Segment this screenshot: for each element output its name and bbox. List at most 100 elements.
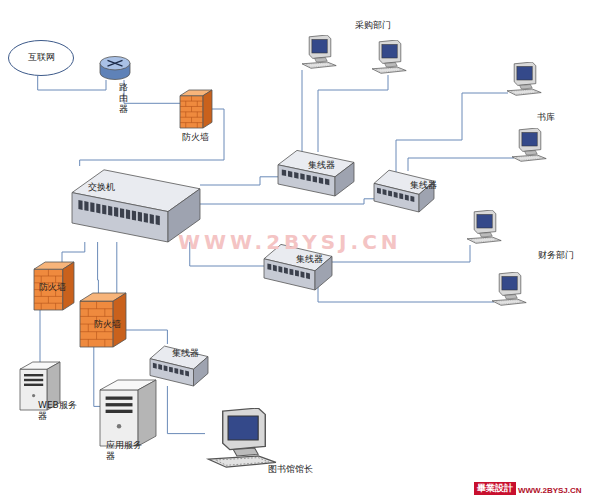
port (288, 171, 292, 178)
network-wire (396, 93, 508, 172)
port (108, 206, 112, 216)
node-label: 互联网 (8, 52, 74, 63)
node-label: 集线器 (308, 160, 348, 171)
workstation-icon (492, 272, 526, 305)
port (273, 265, 277, 272)
internet-cloud: 互联网 (8, 40, 74, 76)
network-wire (302, 70, 303, 153)
firewall-front (180, 96, 203, 128)
port (132, 211, 136, 221)
network-link (124, 80, 180, 103)
site-url: WWW.2BYSJ.CN (518, 485, 582, 496)
port (300, 173, 304, 180)
network-link (167, 386, 205, 434)
network-link (38, 76, 106, 90)
port (144, 213, 148, 223)
port (120, 208, 124, 218)
port (96, 203, 100, 213)
power-button (32, 394, 35, 397)
hub-icon-shape (278, 148, 354, 196)
hub-front (72, 193, 168, 242)
network-link (62, 242, 85, 262)
workstation-icon: 图书馆馆长 (205, 408, 283, 472)
shape-group (100, 56, 130, 79)
workstation-icon (302, 35, 336, 68)
drive-slot (24, 384, 43, 386)
port (307, 175, 311, 182)
port (377, 188, 381, 194)
hub-side (194, 357, 209, 386)
port (150, 214, 154, 224)
network-wire (318, 284, 494, 302)
hub-front (150, 359, 194, 386)
port (164, 365, 168, 371)
hub-icon: 集线器 (278, 148, 354, 196)
drive-slot (24, 374, 43, 376)
router-icon: 路由器 (100, 56, 130, 80)
firewall-icon: 防火墙 (80, 293, 126, 347)
node-label: 防火墙 (94, 319, 134, 330)
port (301, 271, 305, 278)
server-front (100, 390, 138, 446)
port (102, 205, 106, 215)
server-icon: WEB服务器 (20, 362, 60, 410)
workstation-icon (512, 128, 546, 161)
hub-side (335, 162, 354, 196)
workstation-icon (467, 210, 501, 243)
network-link (40, 310, 41, 362)
network-link (200, 177, 278, 185)
firewall-side (203, 90, 212, 128)
ellipse-outline (9, 41, 74, 76)
drive-slot (106, 403, 133, 406)
group-label: 采购部门 (355, 20, 391, 31)
port (295, 270, 299, 277)
router-top (100, 56, 130, 69)
node-label: 应用服务器 (106, 440, 148, 462)
port (399, 193, 403, 199)
port (388, 190, 392, 196)
node-label: 图书馆馆长 (268, 464, 328, 475)
port (158, 364, 162, 370)
port (153, 363, 157, 369)
firewall-icon: 防火墙 (180, 90, 212, 128)
group-label: 书库 (537, 112, 555, 123)
node-label: 集线器 (172, 348, 212, 359)
port (174, 368, 178, 374)
port (383, 189, 387, 195)
network-wire (408, 158, 514, 171)
workstation-icon (507, 62, 541, 95)
port (156, 215, 160, 225)
network-link (200, 199, 374, 204)
port (410, 196, 414, 202)
site-logo: 畢業設計 (474, 482, 516, 495)
shape-group (9, 41, 74, 76)
shape-group (278, 150, 354, 196)
node-label: 交换机 (88, 182, 128, 193)
node-label: 防火墙 (39, 282, 79, 293)
port (405, 194, 409, 200)
server-side (138, 380, 156, 446)
port (169, 367, 173, 373)
port (325, 179, 329, 186)
shape-group (374, 170, 434, 212)
port (313, 176, 317, 183)
node-label: 防火墙 (182, 132, 222, 143)
port (84, 201, 88, 211)
port (319, 177, 323, 184)
node-label: WEB服务器 (38, 400, 78, 422)
port (294, 172, 298, 179)
port (290, 269, 294, 276)
port (267, 263, 271, 270)
shape-group (180, 90, 212, 128)
brick-lines (180, 96, 203, 128)
server-icon-shape (100, 380, 156, 446)
node-label: 路由器 (119, 82, 129, 115)
watermark: WWW.2BYSJ.CN (178, 230, 402, 254)
server-icon: 应用服务器 (100, 380, 156, 446)
port (180, 369, 184, 375)
port (78, 200, 82, 210)
port (282, 169, 286, 176)
network-link (97, 242, 99, 293)
firewall-icon-shape (180, 90, 212, 128)
